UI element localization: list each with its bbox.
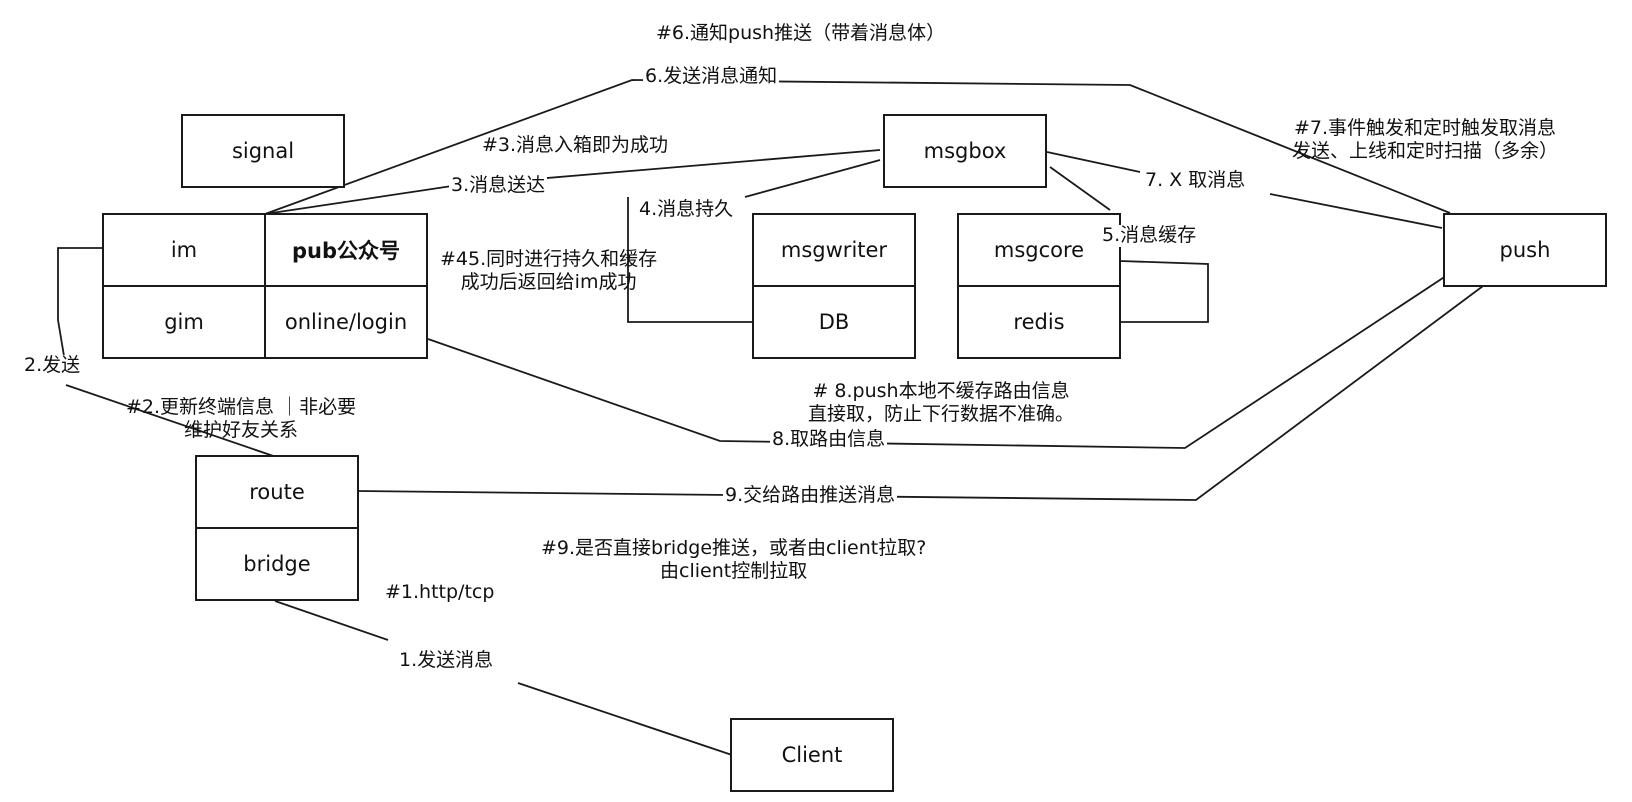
note-9-line1: #9.是否直接bridge推送，或者由client拉取? (541, 537, 927, 559)
msgcore-label: msgcore (993, 238, 1085, 262)
db-label: DB (818, 310, 850, 334)
edge-label-4: 4.消息持久 (637, 198, 736, 221)
edge-line-2a (57, 247, 102, 357)
note-2-line1: #2.更新终端信息 ｜非必要 (126, 396, 357, 418)
edge-label-8: 8.取路由信息 (770, 428, 888, 451)
note-9: #9.是否直接bridge推送，或者由client拉取?由client控制拉取 (541, 537, 926, 583)
client-label: Client (781, 743, 843, 767)
edge-line-9 (356, 285, 1484, 501)
note-45: #45.同时进行持久和缓存成功后返回给im成功 (440, 248, 657, 294)
edge-line-5b (1119, 260, 1209, 323)
redis-node: redis (957, 285, 1121, 359)
edge-label-9: 9.交给路由推送消息 (723, 484, 898, 507)
edge-line-8 (427, 271, 1453, 449)
edge-line-4a (744, 159, 881, 198)
note-7: #7.事件触发和定时触发取消息发送、上线和定时扫描（多余） (1292, 117, 1558, 163)
note-1-text: #1.http/tcp (385, 581, 495, 603)
msgwriter-label: msgwriter (780, 238, 888, 262)
redis-label: redis (1013, 310, 1065, 334)
pub-node: pub公众号 (264, 213, 428, 287)
note-1: #1.http/tcp (385, 581, 494, 604)
edge-line-1a (274, 600, 389, 641)
note-8: # 8.push本地不缓存路由信息直接取，防止下行数据不准确。 (808, 380, 1074, 426)
note-6-text: #6.通知push推送（带着消息体） (656, 22, 946, 44)
route-label: route (249, 480, 305, 504)
note-8-line1: # 8.push本地不缓存路由信息 (812, 380, 1070, 402)
note-2-line2: 维护好友关系 (184, 418, 299, 441)
edge-label-3: 3.消息送达 (449, 174, 548, 197)
signal-label: signal (231, 139, 295, 163)
note-9-line2: 由client控制拉取 (660, 559, 808, 582)
client-node: Client (730, 718, 894, 792)
bridge-node: bridge (195, 527, 359, 601)
note-7-line2: 发送、上线和定时扫描（多余） (1292, 139, 1559, 162)
route-node: route (195, 455, 359, 529)
im-node: im (102, 213, 266, 287)
edge-line-3 (264, 149, 881, 215)
edge-label-7: 7. X 取消息 (1143, 169, 1248, 192)
push-node: push (1443, 213, 1607, 287)
note-45-line2: 成功后返回给im成功 (460, 270, 637, 293)
msgcore-node: msgcore (957, 213, 1121, 287)
note-8-line2: 直接取，防止下行数据不准确。 (808, 402, 1075, 425)
bridge-label: bridge (243, 552, 311, 576)
note-6: #6.通知push推送（带着消息体） (656, 22, 945, 45)
note-3: #3.消息入箱即为成功 (482, 134, 668, 157)
gim-label: gim (164, 310, 204, 334)
edge-label-1: 1.发送消息 (397, 649, 496, 672)
edge-line-7 (1046, 151, 1141, 173)
edge-line-5a (1049, 166, 1111, 211)
im-label: im (170, 238, 198, 262)
edge-line-7b (1269, 193, 1443, 229)
note-2: #2.更新终端信息 ｜非必要维护好友关系 (126, 396, 356, 442)
edge-label-6: 6.发送消息通知 (643, 65, 780, 88)
note-3-text: #3.消息入箱即为成功 (482, 134, 669, 156)
note-45-line1: #45.同时进行持久和缓存 (440, 248, 658, 270)
msgbox-node: msgbox (883, 114, 1047, 188)
gim-node: gim (102, 285, 266, 359)
edge-line-4b (627, 197, 753, 323)
online-login-label: online/login (284, 310, 408, 334)
online-login-node: online/login (264, 285, 428, 359)
signal-node: signal (181, 114, 345, 188)
pub-label: pub公众号 (291, 239, 400, 263)
edge-line-6 (264, 79, 1451, 215)
edge-label-5: 5.消息缓存 (1100, 224, 1199, 247)
msgbox-label: msgbox (923, 139, 1007, 163)
edge-line-2b (65, 384, 286, 461)
push-label: push (1499, 238, 1551, 262)
note-7-line1: #7.事件触发和定时触发取消息 (1293, 117, 1557, 139)
edge-label-2: 2.发送 (22, 354, 83, 377)
db-node: DB (752, 285, 916, 359)
msgwriter-node: msgwriter (752, 213, 916, 287)
edge-line-1b (517, 682, 733, 756)
